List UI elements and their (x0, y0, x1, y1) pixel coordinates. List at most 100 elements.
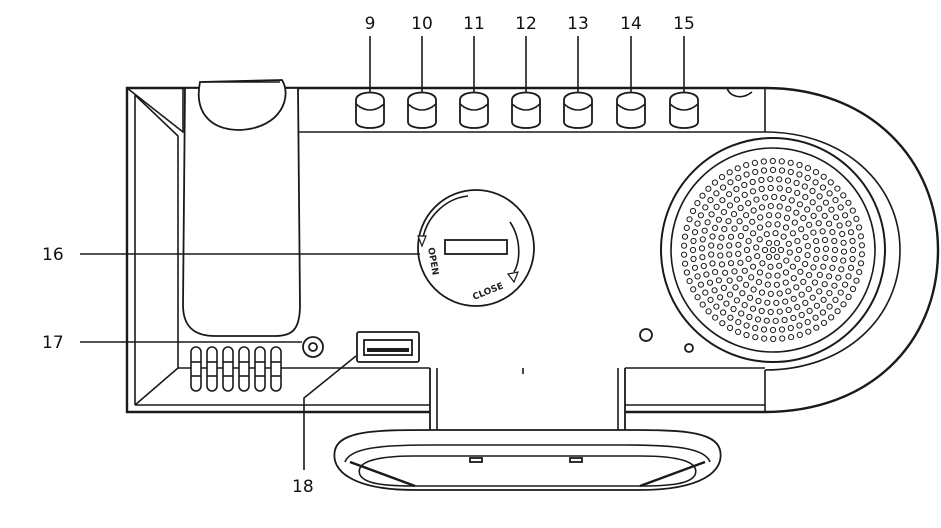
callout-11: 11 (463, 14, 485, 34)
speaker-hole (683, 269, 691, 276)
speaker-hole (776, 185, 783, 192)
speaker-hole (761, 335, 768, 342)
speaker-hole (749, 178, 756, 186)
speaker-hole (849, 237, 856, 245)
speaker-hole (691, 229, 699, 236)
speaker-hole (839, 230, 846, 238)
speaker-hole (790, 275, 797, 282)
speaker-hole (840, 239, 847, 246)
speaker-hole (758, 204, 766, 211)
speaker-hole (828, 206, 835, 213)
speaker-hole (764, 299, 771, 306)
top-button-11 (459, 36, 489, 129)
speaker-hole (737, 204, 744, 212)
speaker-hole (794, 238, 801, 245)
speaker-hole (816, 271, 823, 278)
speaker-hole (708, 251, 715, 258)
speaker-hole (691, 264, 699, 271)
speaker-hole (726, 277, 733, 284)
speaker-hole (754, 316, 762, 323)
top-button-15 (669, 36, 699, 129)
speaker-hole (820, 263, 827, 270)
speaker-hole (821, 236, 829, 244)
speaker-hole (756, 236, 763, 243)
speaker-hole (797, 268, 804, 275)
speaker-hole (791, 219, 798, 226)
device-body (125, 86, 940, 414)
speaker-hole (802, 194, 809, 201)
speaker-hole (743, 171, 750, 178)
speaker-hole (793, 209, 800, 216)
speaker-hole (733, 196, 741, 203)
speaker-hole (819, 184, 827, 191)
usb-port (356, 331, 420, 363)
speaker-hole (805, 286, 812, 293)
speaker-hole (796, 171, 803, 178)
speaker-hole (784, 177, 792, 184)
speaker-hole (813, 324, 820, 331)
speaker-hole (831, 255, 838, 263)
speaker-hole (838, 266, 845, 273)
speaker-hole (741, 302, 748, 309)
speaker-hole (750, 286, 757, 293)
speaker-hole (849, 246, 857, 254)
speaker-hole (765, 253, 773, 260)
speaker-hole (810, 264, 817, 271)
speaker-hole (726, 202, 734, 209)
speaker-hole (712, 314, 719, 321)
speaker-hole (802, 299, 809, 306)
speaker-hole (820, 319, 828, 326)
speaker-hole (712, 224, 719, 231)
speaker-hole (780, 194, 787, 202)
speaker-hole (809, 199, 816, 206)
speaker-hole (812, 314, 819, 321)
button-ridge-13 (563, 103, 593, 111)
speaker-hole (757, 214, 764, 221)
speaker-hole (689, 246, 697, 254)
speaker-hole (772, 317, 779, 324)
speaker-hole (776, 290, 783, 297)
speaker-hole (717, 252, 724, 259)
speaker-hole (681, 251, 688, 258)
speaker-hole (793, 284, 800, 291)
speaker-hole (776, 308, 783, 315)
speaker-hole (806, 272, 813, 279)
speaker-hole (840, 248, 848, 255)
speaker-hole (801, 183, 808, 190)
speaker-hole (707, 197, 714, 204)
speaker-hole (718, 261, 726, 268)
speaker-hole (802, 234, 809, 241)
speaker-hole (689, 207, 697, 215)
speaker-hole (681, 242, 688, 249)
speaker-hole (758, 176, 765, 184)
speaker-hole (778, 158, 785, 165)
top-notch (726, 87, 753, 98)
speaker-hole (853, 277, 860, 284)
speaker-hole (832, 197, 839, 204)
speaker-hole (748, 274, 755, 281)
speaker-hole (709, 233, 716, 240)
speaker-hole (798, 291, 805, 298)
speaker-hole (794, 304, 801, 311)
speaker-hole (796, 322, 803, 329)
speaker-hole (788, 197, 795, 204)
speaker-hole (789, 263, 797, 270)
speaker-hole (759, 260, 766, 267)
speaker-hole (836, 222, 843, 229)
speaker-hole (713, 190, 720, 197)
speaker-hole (756, 269, 764, 276)
speaker-hole (856, 224, 863, 231)
speaker-hole (762, 194, 769, 201)
speaker-hole (776, 203, 783, 210)
speaker-hole (783, 214, 791, 221)
speaker-hole (706, 279, 714, 286)
speaker-hole (731, 225, 738, 232)
speaker-hole (760, 167, 768, 174)
speaker-hole (831, 246, 839, 254)
top-button-14 (616, 36, 646, 129)
speaker-hole (778, 326, 786, 333)
vent-slot (238, 346, 250, 392)
speaker-hole (726, 251, 733, 258)
